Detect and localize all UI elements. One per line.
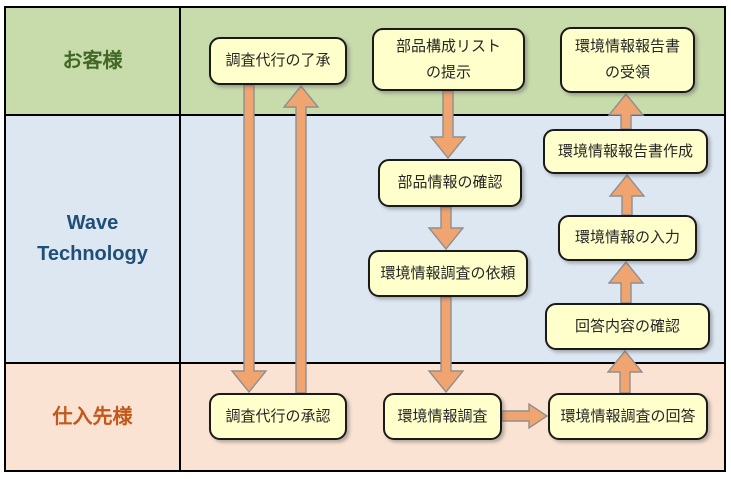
box-info-input: 環境情報の入力 (558, 215, 697, 261)
lane-supplier-label-cell: 仕入先様 (6, 364, 181, 470)
box-parts-info-check: 部品情報の確認 (378, 159, 522, 207)
lane-supplier-label: 仕入先様 (52, 405, 133, 428)
lane-customer-label-cell: お客様 (6, 8, 181, 114)
box-parts-list: 部品構成リスト の提示 (372, 28, 525, 91)
lane-wave-technology-label: Wave Technology (37, 212, 148, 265)
box-survey-answer: 環境情報調査の回答 (548, 393, 708, 440)
box-research-approval: 調査代行の承認 (209, 393, 347, 440)
box-survey-request: 環境情報調査の依頼 (368, 250, 528, 297)
lane-customer-label: お客様 (62, 49, 123, 72)
lane-wave-technology-label-cell: Wave Technology (6, 116, 181, 362)
box-answer-check: 回答内容の確認 (545, 303, 710, 350)
box-survey: 環境情報調査 (383, 393, 502, 440)
box-research-consent: 調査代行の了承 (209, 37, 347, 85)
box-report-create: 環境情報報告書作成 (543, 129, 708, 174)
box-report-receipt: 環境情報報告書 の受領 (560, 27, 695, 93)
